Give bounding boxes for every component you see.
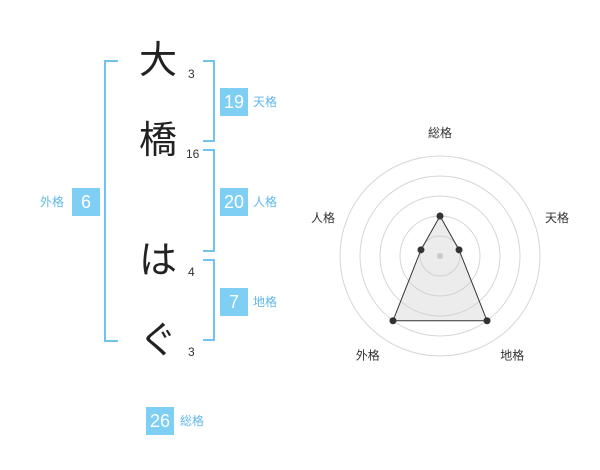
soukaku-value: 26 bbox=[146, 407, 174, 435]
radar-polygon bbox=[392, 214, 488, 322]
chikaku-bracket bbox=[203, 259, 215, 341]
radar-axis-label-1: 総格 bbox=[428, 125, 452, 140]
name-char-4: ぐ bbox=[138, 318, 177, 362]
chikaku-label: 地格 bbox=[253, 295, 278, 309]
radar-axis-label-5: 人格 bbox=[311, 210, 335, 225]
soukaku-label: 総格 bbox=[180, 414, 205, 428]
stroke-count-4: 3 bbox=[188, 345, 195, 359]
name-char-1: 大 bbox=[138, 38, 177, 82]
chikaku-value: 7 bbox=[220, 288, 248, 316]
radar-ring bbox=[359, 175, 521, 337]
radar-point-5 bbox=[417, 246, 425, 254]
radar-center bbox=[437, 253, 443, 259]
name-char-2: 橋 bbox=[138, 118, 177, 162]
radar-point-3 bbox=[483, 317, 491, 325]
gaikaku-value: 6 bbox=[72, 188, 100, 216]
tenkaku-bracket bbox=[203, 60, 215, 142]
radar-ring bbox=[419, 235, 461, 277]
name-char-3: は bbox=[138, 238, 177, 282]
stroke-count-2: 16 bbox=[186, 147, 200, 161]
stroke-count-3: 4 bbox=[188, 265, 195, 279]
radar-ring bbox=[339, 155, 541, 357]
radar-ring bbox=[379, 195, 501, 317]
stroke-count-1: 3 bbox=[188, 67, 195, 81]
tenkaku-value: 19 bbox=[220, 88, 248, 116]
gaikaku-bracket bbox=[104, 60, 118, 342]
gaikaku-label: 外格 bbox=[40, 195, 65, 209]
jinkaku-label: 人格 bbox=[253, 195, 278, 209]
radar-point-2 bbox=[455, 246, 463, 254]
radar-axis-label-4: 外格 bbox=[356, 348, 380, 363]
jinkaku-value: 20 bbox=[220, 188, 248, 216]
radar-axis-label-3: 地格 bbox=[500, 348, 524, 363]
radar-point-4 bbox=[389, 317, 397, 325]
radar-point-1 bbox=[436, 212, 444, 220]
jinkaku-bracket bbox=[203, 149, 215, 252]
radar-axis-label-2: 天格 bbox=[545, 210, 569, 225]
tenkaku-label: 天格 bbox=[253, 95, 278, 109]
